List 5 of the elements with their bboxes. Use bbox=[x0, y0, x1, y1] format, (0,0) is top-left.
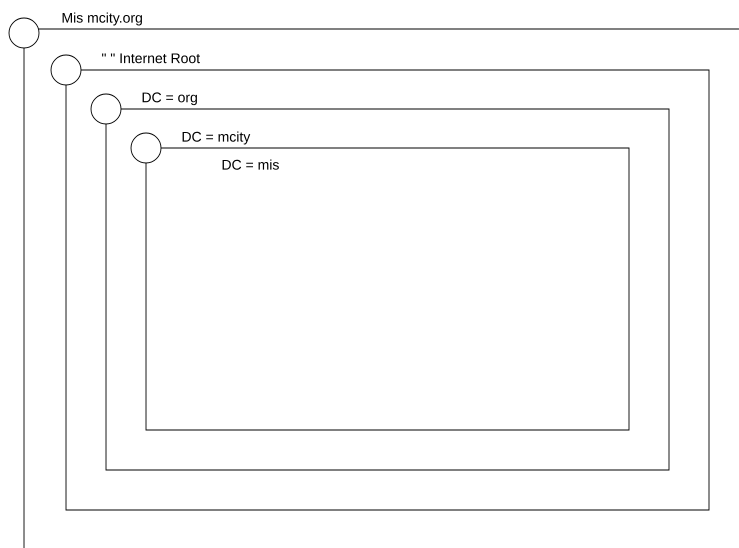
node-label: " " Internet Root bbox=[102, 53, 200, 64]
node-label: DC = org bbox=[142, 92, 197, 106]
domain-label: DC = mis bbox=[222, 159, 279, 170]
node-label: Mis mcity.org bbox=[62, 12, 142, 26]
node-label: DC = mcity bbox=[182, 131, 250, 144]
